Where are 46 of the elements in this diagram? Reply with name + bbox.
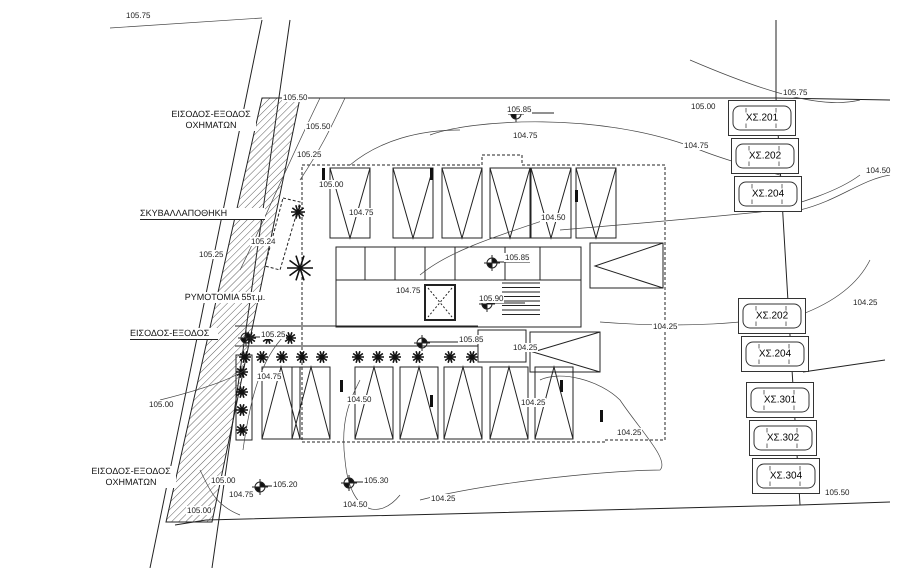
elevation-label: 105.90 (478, 294, 504, 303)
space-code: ΧΣ.202 (748, 150, 782, 162)
elevation-label: 104.50 (342, 500, 368, 509)
elevation-label: 104.25 (616, 428, 642, 437)
elevation-label: 104.75 (683, 141, 710, 150)
elevation-label: 104.75 (256, 372, 282, 381)
elevation-label: 105.50 (282, 93, 308, 102)
elevation-label: 105.00 (148, 400, 174, 409)
elevation-label: 105.00 (186, 506, 212, 515)
elevation-label: 105.85 (506, 105, 532, 114)
elevation-label: 105.00 (210, 476, 236, 485)
elevation-label: 105.75 (125, 11, 152, 20)
space-code: ΧΣ.204 (758, 348, 792, 360)
elevation-label: 104.75 (228, 490, 254, 499)
space-code: ΧΣ.301 (762, 394, 798, 406)
elevation-label: 105.20 (272, 480, 298, 489)
elevation-label: 105.25 (198, 250, 224, 259)
elevation-label: 104.25 (520, 398, 546, 407)
elevation-label: 105.25 (296, 150, 322, 159)
space-code: ΧΣ.304 (768, 470, 804, 482)
elevation-label: 104.75 (348, 208, 374, 217)
space-code: ΧΣ.302 (766, 432, 800, 444)
elevation-label: 104.75 (395, 286, 422, 295)
elevation-label: 105.00 (318, 180, 344, 189)
annotation-text: ΣΚΥΒΑΛΛΑΠΟΘΗΚΗ (140, 208, 265, 220)
elevation-label: 104.50 (865, 166, 892, 175)
elevation-label: 105.30 (363, 476, 390, 485)
elevation-label: 105.00 (690, 102, 716, 111)
elevation-label: 105.85 (458, 335, 484, 344)
elevation-label: 104.25 (652, 322, 678, 331)
elevation-label: 105.50 (824, 488, 850, 497)
elevation-label: 105.50 (305, 122, 332, 131)
elevation-label: 104.25 (430, 494, 456, 503)
elevation-label: 104.25 (852, 298, 878, 307)
elevation-label: 105.24 (250, 237, 276, 246)
elevation-label: 105.25 (260, 330, 286, 339)
elevation-label: 104.25 (512, 343, 538, 352)
elevation-label: 104.75 (512, 131, 538, 140)
elevation-label: 104.50 (346, 395, 372, 404)
space-code: ΧΣ.204 (750, 188, 786, 200)
elevation-label: 105.75 (782, 88, 808, 97)
elevation-label: 104.50 (540, 213, 566, 222)
space-code: ΧΣ.202 (754, 310, 790, 322)
space-code: ΧΣ.201 (744, 112, 780, 124)
elevation-label: 105.85 (504, 253, 530, 262)
annotation-text: ΕΙΣΟΔΟΣ-ΕΞΟΔΟΣ (130, 328, 218, 340)
